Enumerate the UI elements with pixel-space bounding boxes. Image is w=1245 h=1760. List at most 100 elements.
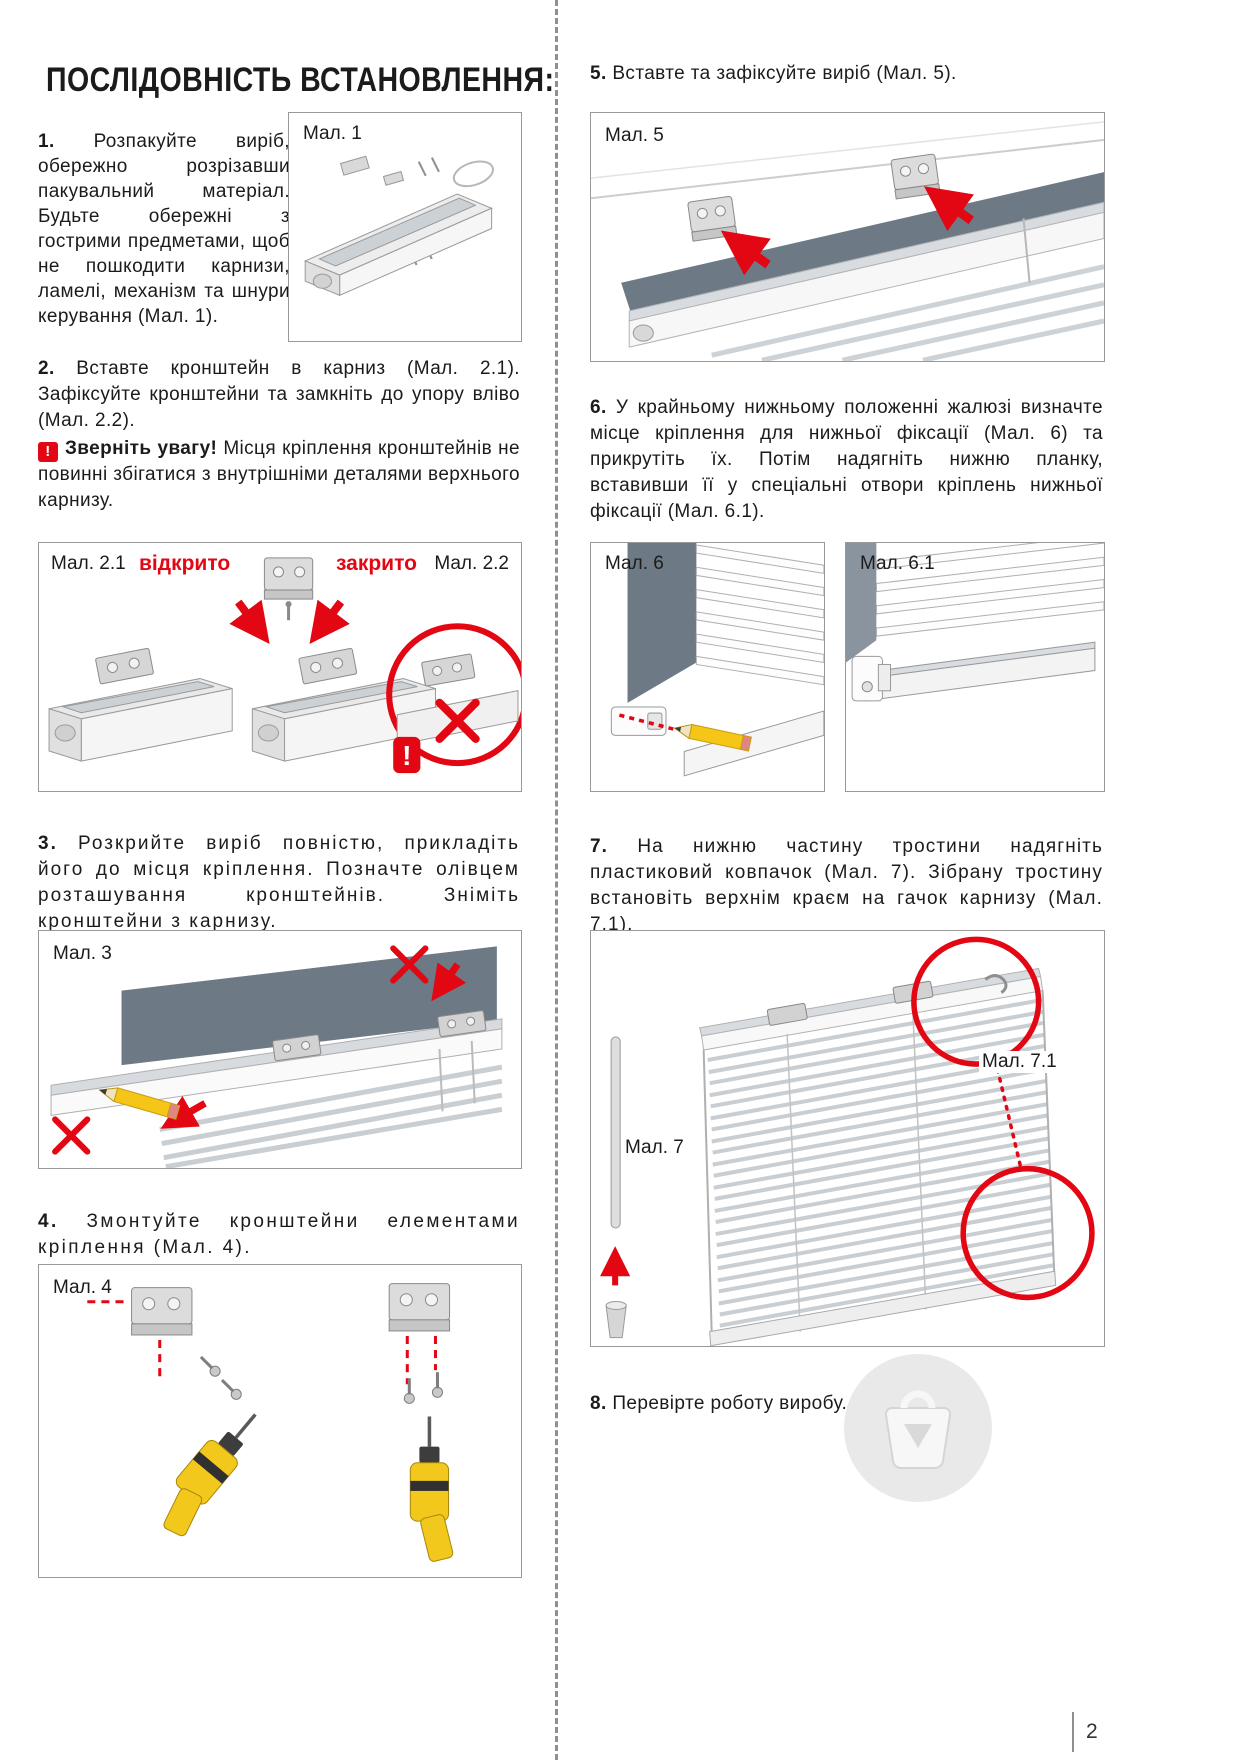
window-opening bbox=[121, 946, 497, 1066]
slats bbox=[711, 264, 1104, 361]
screw bbox=[430, 1370, 445, 1399]
cornice-open bbox=[48, 647, 233, 762]
pencil-icon bbox=[98, 1087, 181, 1120]
red-arrow bbox=[431, 962, 467, 1002]
step-8-number: 8. bbox=[590, 1393, 607, 1414]
watermark-logo-icon bbox=[844, 1354, 992, 1502]
window-edge bbox=[846, 543, 877, 663]
headrail bbox=[50, 1028, 503, 1116]
slats bbox=[159, 1064, 503, 1168]
step-2-text: 2. Вставте кронштейн в карниз (Мал. 2.1)… bbox=[38, 358, 520, 431]
figure-6-label: Мал. 6 bbox=[605, 553, 664, 574]
cornice-exploded-illustration bbox=[303, 155, 494, 297]
cornice-hook bbox=[984, 974, 1008, 994]
corner-callout-circle bbox=[960, 1165, 1095, 1301]
red-arrow bbox=[160, 1095, 207, 1129]
warning-exclamation: ! bbox=[402, 739, 411, 771]
step-7-text: 7. На нижню частину тростини надягніть п… bbox=[590, 836, 1103, 935]
step-2-number: 2. bbox=[38, 358, 55, 379]
bracket bbox=[890, 153, 941, 200]
window-opening bbox=[627, 543, 697, 703]
fixation-clip bbox=[610, 706, 667, 736]
loose-parts bbox=[339, 155, 405, 186]
step-7-number: 7. bbox=[590, 836, 609, 857]
bottom-rail bbox=[709, 1270, 1057, 1346]
figure-2: Мал. 2.1 відкрито закрито Мал. 2.2 bbox=[38, 542, 522, 792]
red-x-marks bbox=[52, 945, 429, 1155]
screw bbox=[216, 1375, 245, 1403]
bracket-lock-illustration: ! bbox=[48, 557, 521, 774]
fixation-bracket bbox=[851, 655, 892, 702]
figure-6: Мал. 6 bbox=[590, 542, 825, 792]
bracket bbox=[131, 1287, 193, 1336]
bracket bbox=[687, 195, 738, 242]
step-6-number: 6. bbox=[590, 397, 607, 418]
tilt-wand bbox=[610, 1036, 621, 1229]
red-x-icon bbox=[435, 698, 480, 743]
mounting-illustration bbox=[591, 121, 1104, 361]
step-4-number: 4. bbox=[38, 1211, 59, 1232]
pencil-icon bbox=[673, 723, 752, 752]
warning-icon: ! bbox=[38, 442, 58, 462]
headrail bbox=[701, 975, 1044, 1051]
figure-4-label: Мал. 4 bbox=[53, 1277, 112, 1298]
drilling-illustration bbox=[87, 1283, 456, 1565]
step-2-block: 2. Вставте кронштейн в карниз (Мал. 2.1)… bbox=[38, 356, 520, 514]
page-title: ПОСЛІДОВНІСТЬ ВСТАНОВЛЕННЯ: bbox=[46, 60, 555, 99]
warning-label: Зверніть увагу! bbox=[65, 438, 218, 459]
wrong-position-callout: ! bbox=[386, 623, 521, 774]
bracket bbox=[272, 1034, 322, 1062]
plastic-cap bbox=[605, 1300, 627, 1339]
figure-7-1-label: Мал. 7.1 bbox=[979, 1051, 1060, 1073]
figure-2-1-label: Мал. 2.1 bbox=[51, 553, 126, 574]
bracket bbox=[437, 1010, 487, 1037]
slats bbox=[695, 544, 824, 686]
bottom-fixation-marking-illustration bbox=[610, 543, 824, 777]
step-4-text: 4. Змонтуйте кронштейни елементами кріпл… bbox=[38, 1211, 520, 1258]
step-8-text: 8. Перевірте роботу виробу. bbox=[590, 1393, 848, 1414]
step-2-warning: !Зверніть увагу! Місця кріплення кронште… bbox=[38, 438, 520, 511]
figure-6-1-label: Мал. 6.1 bbox=[860, 553, 935, 574]
bottom-rail bbox=[863, 647, 1096, 702]
alignment-dashes bbox=[87, 1300, 437, 1385]
page-number: 2 bbox=[1072, 1712, 1098, 1752]
figure-4: Мал. 4 bbox=[38, 1264, 522, 1578]
headrail bbox=[628, 211, 1104, 348]
step-6-text: 6. У крайньому нижньому положенні жалюзі… bbox=[590, 397, 1103, 522]
red-arrow-right bbox=[309, 599, 350, 644]
figure-6-1: Мал. 6.1 bbox=[845, 542, 1105, 792]
bottom-rail bbox=[683, 710, 824, 777]
red-arrow-left bbox=[229, 599, 270, 644]
wand-and-hook-illustration bbox=[600, 936, 1095, 1346]
slats bbox=[707, 997, 1055, 1328]
figure-3-label: Мал. 3 bbox=[53, 943, 112, 964]
bracket bbox=[766, 1002, 808, 1026]
brand-watermark bbox=[842, 1352, 994, 1504]
screw bbox=[195, 1351, 224, 1380]
bottom-rail-fixation-illustration bbox=[846, 543, 1104, 702]
figure-7-label: Мал. 7 bbox=[625, 1137, 684, 1158]
step-3-text: 3. Розкрийте виріб повністю, прикладіть … bbox=[38, 833, 520, 932]
closed-label: закрито bbox=[336, 552, 417, 575]
step-1-text: 1. Розпакуйте виріб, обережно розрізавши… bbox=[38, 131, 290, 327]
callout-dotted-line bbox=[993, 1058, 1024, 1173]
step-3-number: 3. bbox=[38, 833, 58, 854]
marking-illustration bbox=[50, 945, 503, 1168]
figure-2-2-label: Мал. 2.2 bbox=[434, 553, 509, 574]
drill-icon bbox=[145, 1400, 276, 1544]
red-arrow bbox=[924, 186, 974, 232]
figure-5-label: Мал. 5 bbox=[605, 125, 664, 146]
red-arrow bbox=[720, 230, 771, 276]
bracket bbox=[388, 1283, 451, 1332]
step-5-number: 5. bbox=[590, 63, 607, 84]
column-divider bbox=[555, 0, 558, 1760]
step-1-number: 1. bbox=[38, 131, 55, 152]
slats bbox=[875, 543, 1104, 637]
figure-7: Мал. 7 Мал. 7.1 bbox=[590, 930, 1105, 1347]
drill-icon bbox=[408, 1414, 456, 1565]
ceiling-edge bbox=[591, 138, 1104, 200]
center-bracket bbox=[263, 557, 314, 621]
figure-3: Мал. 3 bbox=[38, 930, 522, 1169]
figure-1-label: Мал. 1 bbox=[303, 123, 362, 144]
